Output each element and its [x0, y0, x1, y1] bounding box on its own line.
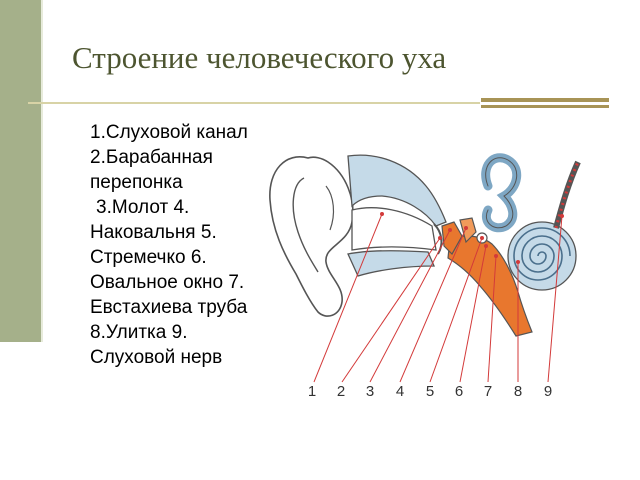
pointer-dots [380, 212, 564, 264]
slide-title: Строение человеческого уха [72, 40, 447, 75]
diagram-label: 3 [366, 383, 374, 400]
pointer-line [341, 237, 441, 383]
pointer-line [313, 213, 383, 383]
pointer-dot [480, 236, 484, 240]
accent-rule-upper [481, 98, 609, 102]
list-line: 1.Слуховой канал [90, 122, 248, 143]
pointer-dot [448, 228, 452, 232]
sidebar-accent-bar [0, 0, 41, 342]
list-line: 8.Улитка 9. [90, 322, 188, 343]
hearing-nerve [553, 160, 581, 229]
diagram-label: 1 [308, 383, 316, 400]
diagram-label: 2 [337, 383, 345, 400]
outer-ear-tragus [325, 185, 335, 231]
ear-parts-list: 1.Слуховой канал 2.Барабанная перепонка … [90, 120, 300, 420]
diagram-label: 6 [455, 383, 463, 400]
list-line: Слуховой нерв [90, 347, 223, 368]
list-line: Овальное окно 7. [90, 272, 245, 293]
pointer-dot [380, 212, 384, 216]
diagram-label: 5 [426, 383, 434, 400]
list-line: Наковальня 5. [90, 222, 217, 243]
title-underline [28, 102, 480, 104]
cochlea-spiral [513, 227, 571, 281]
sidebar-accent-edge [41, 0, 43, 342]
diagram-label: 9 [544, 383, 552, 400]
pointer-line [487, 255, 497, 383]
hearing-nerve-dots [554, 161, 580, 229]
pointer-dot [464, 226, 468, 230]
pointer-line [459, 245, 487, 383]
list-line: перепонка [90, 172, 183, 193]
ear-canal [351, 207, 437, 251]
pointer-line [429, 237, 483, 383]
label-pointers [313, 213, 563, 383]
list-line: 3.Молот 4. [96, 197, 190, 218]
pointer-dot [494, 254, 498, 258]
canal-tissue-lower [347, 250, 435, 277]
list-line: Стремечко 6. [90, 247, 207, 268]
outer-ear-shape [269, 156, 354, 317]
diagram-label: 7 [484, 383, 492, 400]
pointer-line [399, 227, 467, 383]
pointer-dot [438, 236, 442, 240]
outer-ear-inner-fold [292, 177, 319, 273]
pointer-dot [484, 244, 488, 248]
canal-tissue-upper [347, 154, 447, 227]
pointer-dot [560, 214, 564, 218]
ear-anatomy-diagram: 1 2 3 4 5 6 7 8 9 [256, 126, 590, 410]
cochlea-body [507, 221, 577, 291]
accent-rule-lower [481, 105, 609, 108]
eustachian-tube [447, 235, 533, 337]
list-line: Евстахиева труба [90, 297, 248, 318]
semicircular-canals-outline [485, 157, 518, 229]
pointer-line [547, 215, 563, 383]
diagram-label: 4 [396, 383, 404, 400]
diagram-label: 8 [514, 383, 522, 400]
pointer-dot [516, 260, 520, 264]
ossicle-anvil [459, 217, 477, 244]
list-line: 2.Барабанная [90, 147, 213, 168]
pointer-line [369, 229, 451, 383]
